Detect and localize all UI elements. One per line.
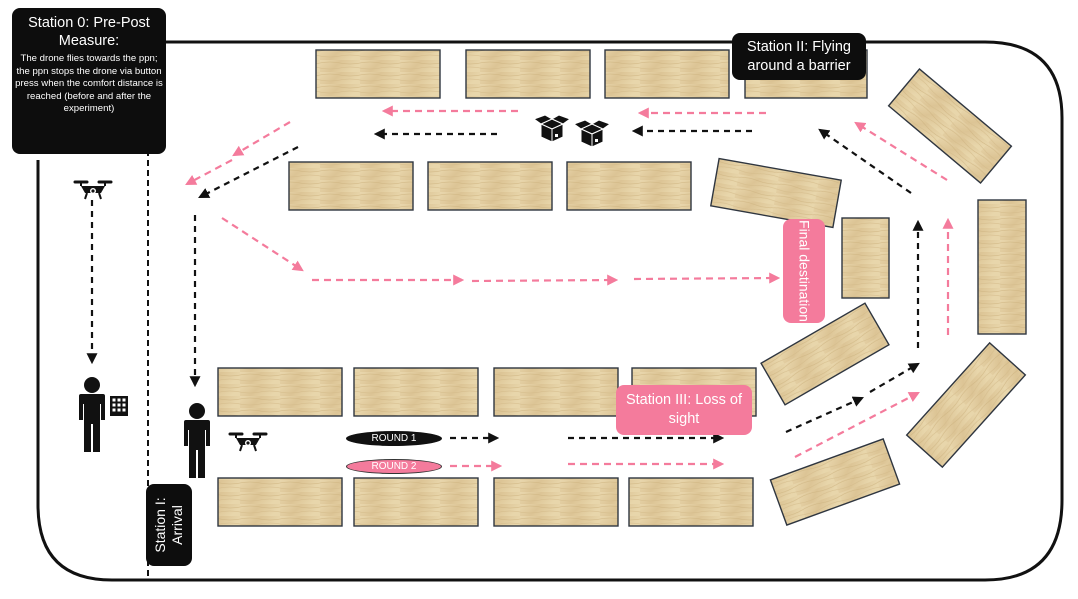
round1-path bbox=[86, 125, 924, 444]
station1-label: Station I: Arrival bbox=[146, 484, 192, 566]
station1-text: Station I: Arrival bbox=[152, 497, 185, 553]
shelf bbox=[427, 161, 553, 211]
shelf bbox=[315, 49, 441, 99]
round2-path bbox=[185, 105, 954, 472]
drone-icon bbox=[73, 180, 113, 201]
shelf bbox=[604, 49, 730, 99]
shelf bbox=[977, 199, 1027, 335]
station2-label: Station II: Flying around a barrier bbox=[732, 33, 866, 80]
shelf bbox=[353, 367, 479, 417]
shelf bbox=[841, 217, 890, 299]
round1-badge: ROUND 1 bbox=[346, 431, 442, 446]
shelf bbox=[465, 49, 591, 99]
shelf bbox=[217, 477, 343, 527]
box-icon bbox=[533, 114, 571, 143]
shelf bbox=[769, 438, 901, 526]
shelf bbox=[709, 157, 843, 229]
drone-icon bbox=[228, 432, 268, 453]
shelf bbox=[288, 161, 414, 211]
arena-boundary bbox=[36, 40, 1064, 582]
person-icon bbox=[184, 403, 210, 478]
shelf bbox=[760, 302, 890, 406]
shelf bbox=[628, 477, 754, 527]
shelf bbox=[887, 68, 1013, 184]
shelf bbox=[217, 367, 343, 417]
station3-label: Station III: Loss of sight bbox=[616, 385, 752, 435]
station0-label: Station 0: Pre-Post Measure: The drone f… bbox=[12, 8, 166, 154]
shelf bbox=[353, 477, 479, 527]
station0-description: The drone flies towards the ppn; the ppn… bbox=[15, 53, 163, 115]
keypad-icon bbox=[110, 396, 128, 416]
shelf bbox=[493, 477, 619, 527]
final-destination-text: Final destination bbox=[796, 220, 813, 322]
round2-badge: ROUND 2 bbox=[346, 459, 442, 474]
person-icon bbox=[79, 377, 105, 452]
station0-title: Station 0: Pre-Post Measure: bbox=[28, 15, 150, 49]
shelves bbox=[217, 49, 1027, 527]
final-destination-label: Final destination bbox=[783, 219, 825, 323]
shelf bbox=[493, 367, 619, 417]
shelf bbox=[905, 341, 1027, 469]
box-icon bbox=[573, 119, 611, 148]
shelf bbox=[566, 161, 692, 211]
